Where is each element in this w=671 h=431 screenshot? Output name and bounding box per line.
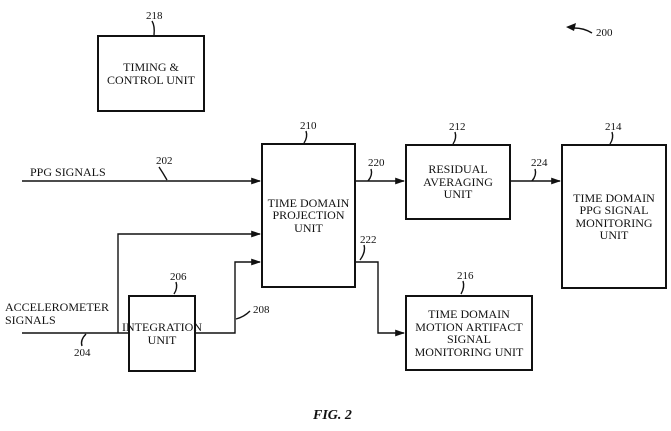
time-domain-projection-unit-block: TIME DOMAIN PROJECTION UNIT xyxy=(261,143,356,288)
ref-204: 204 xyxy=(74,347,91,359)
leader-200 xyxy=(574,28,592,33)
leader-204 xyxy=(82,334,87,346)
leader-220 xyxy=(368,169,372,181)
leader-208 xyxy=(236,311,250,319)
figure-reference-200: 200 xyxy=(596,27,613,39)
ref-212: 212 xyxy=(449,121,466,133)
leader-202 xyxy=(159,167,167,180)
leader-218 xyxy=(152,21,154,35)
ppg-signal-monitoring-unit-block: TIME DOMAIN PPG SIGNAL MONITORING UNIT xyxy=(561,144,667,289)
ref-216: 216 xyxy=(457,270,474,282)
arrow-200 xyxy=(566,23,576,31)
accelerometer-signals-label: ACCELEROMETER SIGNALS xyxy=(5,301,109,327)
integration-unit-block: INTEGRATION UNIT xyxy=(128,295,196,372)
leader-206 xyxy=(174,282,177,294)
integration-to-projection-line xyxy=(195,262,260,333)
ref-220: 220 xyxy=(368,157,385,169)
figure-caption: FIG. 2 xyxy=(313,408,352,424)
leader-224 xyxy=(532,169,536,181)
ref-222: 222 xyxy=(360,234,377,246)
motion-artifact-monitoring-unit-block: TIME DOMAIN MOTION ARTIFACT SIGNAL MONIT… xyxy=(405,295,533,371)
ref-218: 218 xyxy=(146,10,163,22)
ref-224: 224 xyxy=(531,157,548,169)
ref-202: 202 xyxy=(156,155,173,167)
timing-control-unit-block: TIMING & CONTROL UNIT xyxy=(97,35,205,112)
leader-214 xyxy=(610,132,613,144)
ref-210: 210 xyxy=(300,120,317,132)
leader-216 xyxy=(461,281,464,294)
ppg-signals-label: PPG SIGNALS xyxy=(30,166,106,179)
residual-averaging-unit-block: RESIDUAL AVERAGING UNIT xyxy=(405,144,511,220)
ref-214: 214 xyxy=(605,121,622,133)
leader-210 xyxy=(304,131,307,143)
ref-208: 208 xyxy=(253,304,270,316)
projection-to-motion-line xyxy=(355,262,404,333)
leader-212 xyxy=(453,132,456,144)
leader-222 xyxy=(360,245,365,260)
ref-206: 206 xyxy=(170,271,187,283)
